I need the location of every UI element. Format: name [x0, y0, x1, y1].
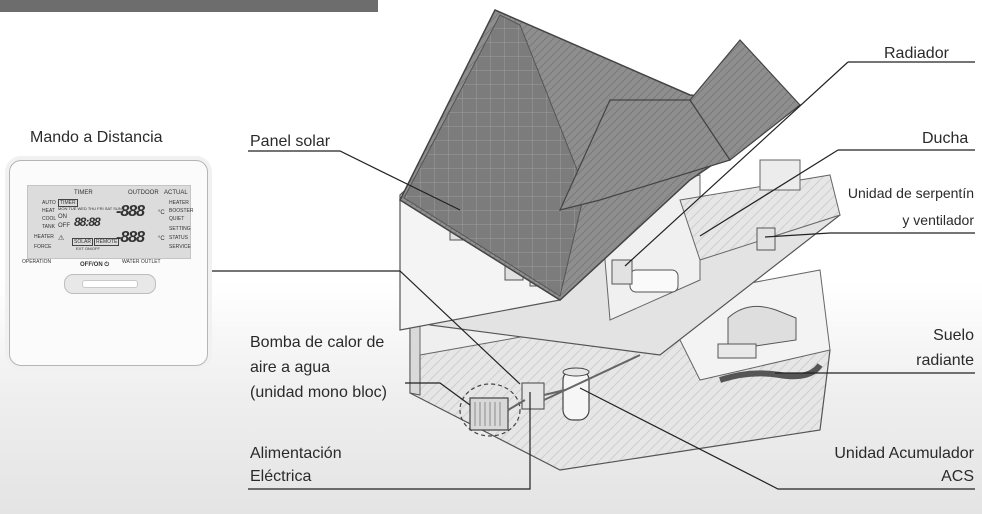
- lcd-digits-top: -888: [116, 203, 145, 220]
- heat-pump-fins: [474, 402, 501, 426]
- lcd-right-service: SERVICE: [169, 244, 191, 250]
- lcd-heater: HEATER: [34, 234, 54, 240]
- dormer-roof-right: [689, 39, 801, 161]
- label-alimentacion-1: Alimentación: [250, 445, 342, 462]
- pipes: [507, 354, 641, 411]
- lcd-digits-bottom: -888: [116, 229, 145, 246]
- lcd-right-status: STATUS: [169, 235, 188, 241]
- solar-panel-array: [403, 14, 586, 297]
- label-bomba-3: (unidad mono bloc): [250, 384, 387, 401]
- label-suelo-1: Suelo: [933, 327, 974, 344]
- label-operation: OPERATION: [22, 259, 52, 265]
- heat-pump-unit: [469, 397, 509, 431]
- sofa: [727, 305, 797, 351]
- lcd-timer: TIMER: [74, 190, 93, 196]
- lcd-mode-tank: TANK: [42, 224, 55, 230]
- lcd-ext: EXT ON/OFF: [76, 246, 100, 251]
- lcd-clock: 88:88: [74, 215, 101, 229]
- tank-top: [562, 367, 590, 377]
- lcd-degc-top: °C: [158, 210, 165, 216]
- remote-lcd: TIMER OUTDOOR ACTUAL AUTO HEAT COOL TANK…: [27, 185, 194, 259]
- label-acs-2: ACS: [941, 468, 974, 485]
- lcd-mode-cool: COOL: [42, 216, 57, 222]
- heat-pump-highlight: [459, 383, 521, 437]
- leader-lines: [208, 61, 975, 490]
- lcd-mode-auto: AUTO: [42, 200, 56, 206]
- header-bar: [0, 0, 378, 12]
- label-serpentin-1: Unidad de serpentín: [847, 185, 974, 201]
- acs-tank: [562, 369, 590, 421]
- lcd-right-setting: SETTING: [169, 226, 191, 232]
- bathtub: [629, 269, 679, 293]
- label-acs-1: Unidad Acumulador: [834, 445, 974, 462]
- lcd-days: MON TUE WED THU FRI SAT SUN: [58, 206, 122, 211]
- lcd-on: ON: [58, 214, 67, 220]
- label-panel-solar: Panel solar: [250, 133, 331, 150]
- lcd-force: FORCE: [34, 244, 52, 250]
- fan-coil-unit: [756, 227, 776, 251]
- remote-lower-labels: OPERATION WATER OUTLET: [10, 259, 207, 267]
- label-radiador: Radiador: [884, 45, 949, 62]
- lcd-degc-bottom: °C: [158, 236, 165, 242]
- label-suelo-2: radiante: [916, 352, 974, 369]
- label-water-outlet: WATER OUTLET: [122, 259, 161, 265]
- remote-controller: TIMER OUTDOOR ACTUAL AUTO HEAT COOL TANK…: [9, 160, 208, 366]
- label-serpentin-2: y ventilador: [902, 212, 974, 228]
- radiator-unit: [611, 259, 633, 285]
- label-alimentacion-2: Eléctrica: [250, 468, 312, 485]
- lcd-right-heater: HEATER: [169, 200, 189, 206]
- control-box: [521, 382, 545, 410]
- off-on-button[interactable]: [64, 274, 156, 294]
- bookshelf: [759, 159, 801, 191]
- lcd-right-quiet: QUIET: [169, 216, 185, 222]
- label-bomba-2: aire a agua: [250, 359, 331, 376]
- lcd-outdoor: OUTDOOR: [128, 190, 159, 196]
- label-ducha: Ducha: [922, 130, 969, 147]
- lcd-mode-heat: HEAT: [42, 208, 55, 214]
- lcd-remote: REMOTE: [94, 238, 120, 246]
- lcd-off: OFF: [58, 223, 70, 229]
- underfloor-pipes: [719, 363, 823, 383]
- warning-icon: ⚠: [58, 235, 65, 242]
- label-bomba-1: Bomba de calor de: [250, 334, 385, 351]
- label-off-on: OFF/ON ⏻: [80, 262, 110, 268]
- lcd-timer-box: TIMER: [58, 199, 78, 207]
- lcd-right-booster: BOOSTER: [169, 208, 194, 214]
- label-mando: Mando a Distancia: [30, 129, 163, 146]
- lcd-actual: ACTUAL: [164, 190, 188, 196]
- table: [717, 343, 757, 359]
- lcd-solar: SOLAR: [72, 238, 93, 246]
- power-icon: ⏻: [104, 262, 110, 268]
